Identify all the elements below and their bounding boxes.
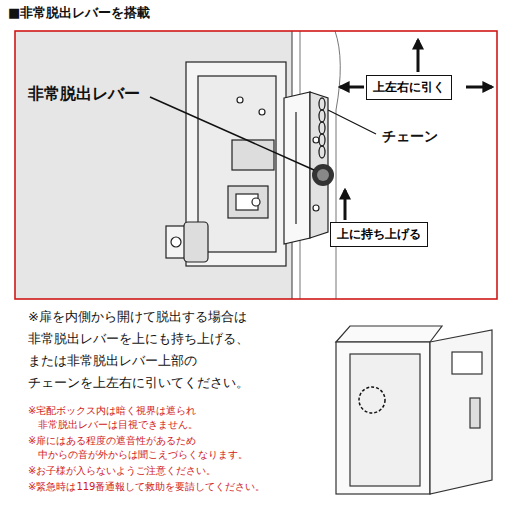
warning-note: ※お子様が入らないようご注意ください。 <box>28 464 338 478</box>
red-frame <box>15 31 497 299</box>
callout-box: 上に持ち上げる <box>330 222 428 247</box>
pull-arrows <box>340 40 492 220</box>
warning-note: ※扉にはある程度の遮音性があるため 中からの音が外からは聞こえづらくなります。 <box>28 434 338 462</box>
chain <box>319 98 325 158</box>
callout-text: 上左右に引く <box>373 80 445 94</box>
leader-line <box>328 110 376 134</box>
callout-box: 上左右に引く <box>366 75 452 100</box>
part-label: 非常脱出レバー <box>26 84 142 105</box>
warning-note: ※緊急時は119番通報して救助を要請してください。 <box>28 480 338 494</box>
callout-text: 上に持ち上げる <box>337 227 421 241</box>
cabinet <box>336 326 492 494</box>
wall <box>15 31 497 299</box>
leader-line <box>150 97 314 170</box>
part-label: チェーン <box>380 128 440 146</box>
lever-location-mark <box>359 387 385 413</box>
warning-note: ※宅配ボックス内は暗く視界は遮られ 非常脱出レバーは目視できません。 <box>28 404 338 432</box>
door-area <box>292 31 497 299</box>
instruction-note: ※扉を内側から開けて脱出する場合は 非常脱出レバーを上にも持ち上げる、 または非… <box>28 306 268 394</box>
title: ■非常脱出レバーを搭載 <box>8 4 150 22</box>
lock-plate <box>166 62 286 266</box>
emergency-lever <box>312 164 334 186</box>
